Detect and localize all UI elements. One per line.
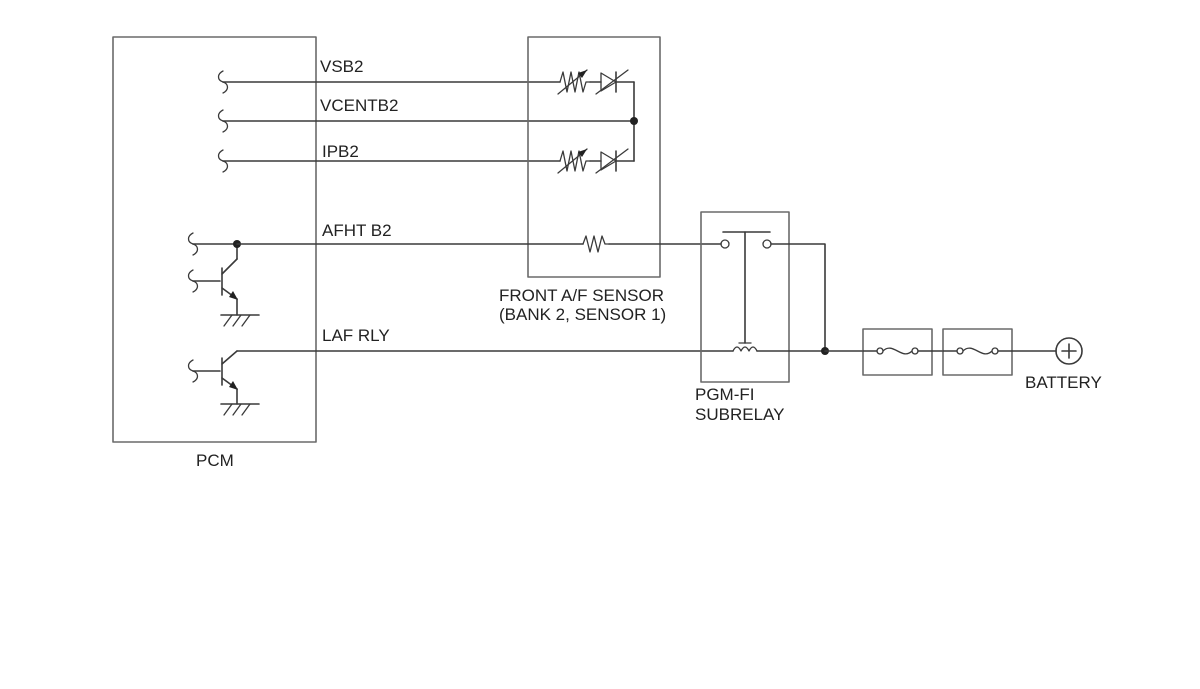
wire-label-afht-b2: AFHT B2: [322, 221, 392, 240]
wire-label-vsb2: VSB2: [320, 57, 363, 76]
subrelay-label-line1: PGM-FI: [695, 385, 755, 404]
pgm-fi-subrelay: [700, 211, 826, 383]
pcm-label: PCM: [196, 451, 234, 470]
ip-cell-symbol: [557, 148, 635, 174]
wire-label-vcentb2: VCENTB2: [320, 96, 398, 115]
heater-resistor-symbol: [582, 235, 610, 253]
fuse-1: [862, 328, 933, 376]
relay-contact-left: [720, 239, 730, 249]
relay-driver-transistor: [187, 350, 260, 416]
subrelay-label-line2: SUBRELAY: [695, 405, 784, 424]
fuse-2: [942, 328, 1013, 376]
front-af-sensor: [527, 36, 661, 278]
battery-terminal-icon: [1055, 337, 1083, 365]
wire-label-ipb2: IPB2: [322, 142, 359, 161]
wire-label-laf-rly: LAF RLY: [322, 326, 390, 345]
relay-coil-symbol: [732, 346, 758, 352]
relay-contact-right: [762, 239, 772, 249]
vs-cell-symbol: [557, 69, 635, 95]
af-sensor-label-line2: (BANK 2, SENSOR 1): [499, 305, 666, 324]
af-sensor-label-line1: FRONT A/F SENSOR: [499, 286, 664, 305]
battery-label: BATTERY: [1025, 373, 1102, 392]
heater-driver-transistor: [187, 232, 260, 327]
pcm-module: [112, 36, 317, 443]
